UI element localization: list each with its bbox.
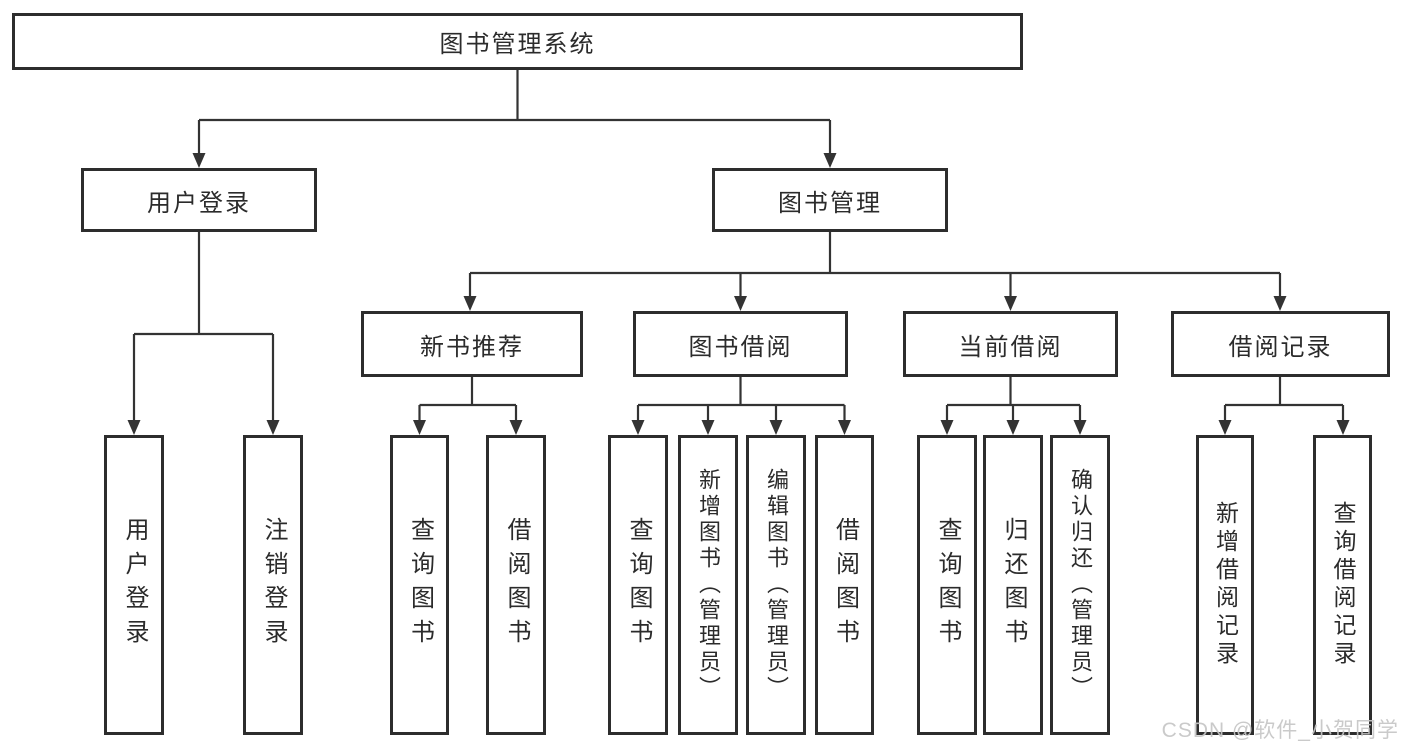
leaf-records-query-record-label: 查询借阅记录: [1330, 501, 1356, 669]
arrowhead: [266, 420, 280, 435]
leaf-current-return-books-label: 归还图书: [1000, 517, 1027, 653]
leaf-current-return-books: 归还图书: [983, 435, 1043, 735]
arrowhead: [1273, 296, 1287, 311]
leaf-borrow-edit-books-admin-label: 编辑图书（管理员）: [764, 468, 789, 702]
node-current-borrow-label: 当前借阅: [958, 333, 1063, 361]
leaf-recommend-query-books: 查询图书: [390, 435, 449, 735]
arrowhead: [769, 420, 783, 435]
node-book-management-label: 图书管理: [778, 189, 882, 217]
arrowhead: [127, 420, 141, 435]
arrowheads: [127, 153, 1350, 435]
arrowhead: [701, 420, 715, 435]
connector-records-to-leaves: [1223, 377, 1345, 423]
leaf-borrow-borrow-books: 借阅图书: [815, 435, 874, 735]
arrowhead: [1218, 420, 1232, 435]
connector-recommend-to-leaves: [418, 377, 518, 423]
node-new-book-recommend: 新书推荐: [361, 311, 583, 377]
leaf-recommend-query-books-label: 查询图书: [406, 517, 434, 653]
leaf-recommend-borrow-books-label: 借阅图书: [503, 517, 530, 653]
leaf-current-confirm-return-admin: 确认归还（管理员）: [1050, 435, 1110, 735]
node-book-management: 图书管理: [712, 168, 948, 232]
node-book-borrow-label: 图书借阅: [688, 333, 793, 361]
arrowhead: [1336, 420, 1350, 435]
connector-borrow-to-leaves: [636, 377, 846, 423]
leaf-borrow-add-books-admin-label: 新增图书（管理员）: [696, 468, 721, 702]
node-root: 图书管理系统: [12, 13, 1023, 70]
arrowhead: [838, 420, 851, 435]
node-root-label: 图书管理系统: [439, 31, 596, 58]
node-user-login: 用户登录: [81, 168, 317, 232]
arrowhead: [1004, 296, 1017, 311]
node-borrow-records-label: 借阅记录: [1228, 333, 1333, 361]
arrowhead: [734, 296, 747, 311]
connector-bookmgmt-to-level2: [468, 232, 1282, 299]
leaf-logout-label: 注销登录: [260, 517, 287, 653]
connector-root-to-level1: [197, 70, 832, 156]
node-user-login-label: 用户登录: [147, 189, 251, 217]
leaf-records-add-record-label: 新增借阅记录: [1212, 501, 1239, 669]
arrowhead: [1073, 420, 1087, 435]
node-book-borrow: 图书借阅: [633, 311, 848, 377]
leaf-current-query-books-label: 查询图书: [934, 517, 961, 653]
arrowhead: [631, 420, 645, 435]
leaf-user-login: 用户登录: [104, 435, 164, 735]
leaf-recommend-borrow-books: 借阅图书: [486, 435, 546, 735]
arrowhead: [413, 420, 426, 435]
leaf-records-add-record: 新增借阅记录: [1196, 435, 1254, 735]
leaf-borrow-borrow-books-label: 借阅图书: [831, 517, 859, 653]
connector-userlogin-to-leaves: [132, 232, 275, 423]
node-current-borrow: 当前借阅: [903, 311, 1118, 377]
leaf-borrow-edit-books-admin: 编辑图书（管理员）: [746, 435, 806, 735]
leaf-records-query-record: 查询借阅记录: [1313, 435, 1372, 735]
leaf-logout: 注销登录: [243, 435, 303, 735]
node-new-book-recommend-label: 新书推荐: [420, 333, 524, 361]
connector-current-to-leaves: [945, 377, 1082, 423]
arrowhead: [1006, 420, 1020, 435]
leaf-user-login-label: 用户登录: [121, 517, 148, 653]
leaf-borrow-query-books-label: 查询图书: [625, 517, 652, 653]
arrowhead: [940, 420, 954, 435]
leaf-borrow-query-books: 查询图书: [608, 435, 668, 735]
leaf-current-query-books: 查询图书: [917, 435, 977, 735]
arrowhead: [463, 296, 477, 311]
arrowhead: [823, 153, 837, 168]
arrowhead: [509, 420, 523, 435]
arrowhead: [192, 153, 206, 168]
leaf-borrow-add-books-admin: 新增图书（管理员）: [678, 435, 738, 735]
node-borrow-records: 借阅记录: [1171, 311, 1390, 377]
leaf-current-confirm-return-admin-label: 确认归还（管理员）: [1068, 468, 1093, 702]
